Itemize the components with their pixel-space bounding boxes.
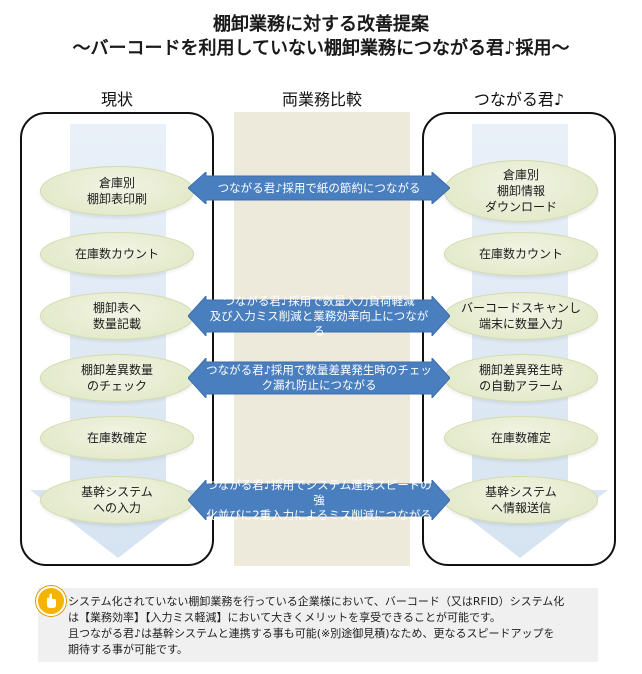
current-step-count: 在庫数カウント [40, 232, 194, 276]
comparison-arrow-2 [188, 296, 450, 336]
column-header-comparison: 両業務比較 [281, 90, 362, 109]
note-line-3: 且つながる君♪は基幹システムと連携する事も可能(※別途御見積)なため、更なるスピ… [68, 627, 555, 640]
current-step-print-sheet: 倉庫別 棚卸表印刷 [40, 166, 194, 216]
note-line-4: 期待する事が可能です。 [68, 643, 188, 656]
current-step-confirm: 在庫数確定 [40, 416, 194, 460]
tsunagaru-step-scan: バーコードスキャンし 端末に数量入力 [444, 292, 598, 340]
summary-note: システム化されていない棚卸業務を行っている企業様において、バーコード（又はRFI… [38, 588, 598, 662]
tsunagaru-step-download: 倉庫別 棚卸情報 ダウンロード [444, 160, 598, 222]
comparison-text-3: つながる君♪採用で数量差異発生時のチェッ ク漏れ防止につながる [206, 363, 432, 392]
note-line-1: システム化されていない棚卸業務を行っている企業様において、バーコード（又はRFI… [68, 595, 565, 608]
note-line-2: は【業務効率】【入力ミス軽減】において大きくメリットを享受できることが可能です。 [68, 611, 501, 624]
title-line-2: ～バーコードを利用していない棚卸業務につながる君♪採用～ [72, 38, 570, 59]
tsunagaru-step-confirm: 在庫数確定 [444, 416, 598, 460]
comparison-text-2: つながる君♪採用で数量入力負荷軽減 及び入力ミス削減と業務効率向上につながる [209, 293, 429, 338]
comparison-arrow-3 [188, 358, 450, 398]
title-line-1: 棚卸業務に対する改善提案 [213, 14, 429, 35]
tsunagaru-step-send: 基幹システム へ情報送信 [444, 476, 598, 524]
current-step-write-sheet: 棚卸表へ 数量記載 [40, 292, 194, 340]
comparison-text-1: つながる君♪採用で紙の節約につながる [217, 180, 421, 195]
tsunagaru-step-count: 在庫数カウント [444, 232, 598, 276]
comparison-text-4: つながる君♪採用でシステム連携スピードの強 化並びに2重入力によるミス削減につな… [206, 477, 432, 522]
column-header-current: 現状 [100, 90, 133, 109]
tsunagaru-step-alarm: 棚卸差異発生時 の自動アラーム [444, 354, 598, 402]
column-header-tsunagaru: つながる君♪ [473, 90, 565, 109]
current-step-check-diff: 棚卸差異数量 のチェック [40, 354, 194, 402]
current-step-system-input: 基幹システム への入力 [40, 476, 194, 524]
comparison-arrow-1 [188, 172, 450, 204]
comparison-arrow-4 [188, 480, 450, 520]
hand-point-icon [36, 586, 66, 616]
